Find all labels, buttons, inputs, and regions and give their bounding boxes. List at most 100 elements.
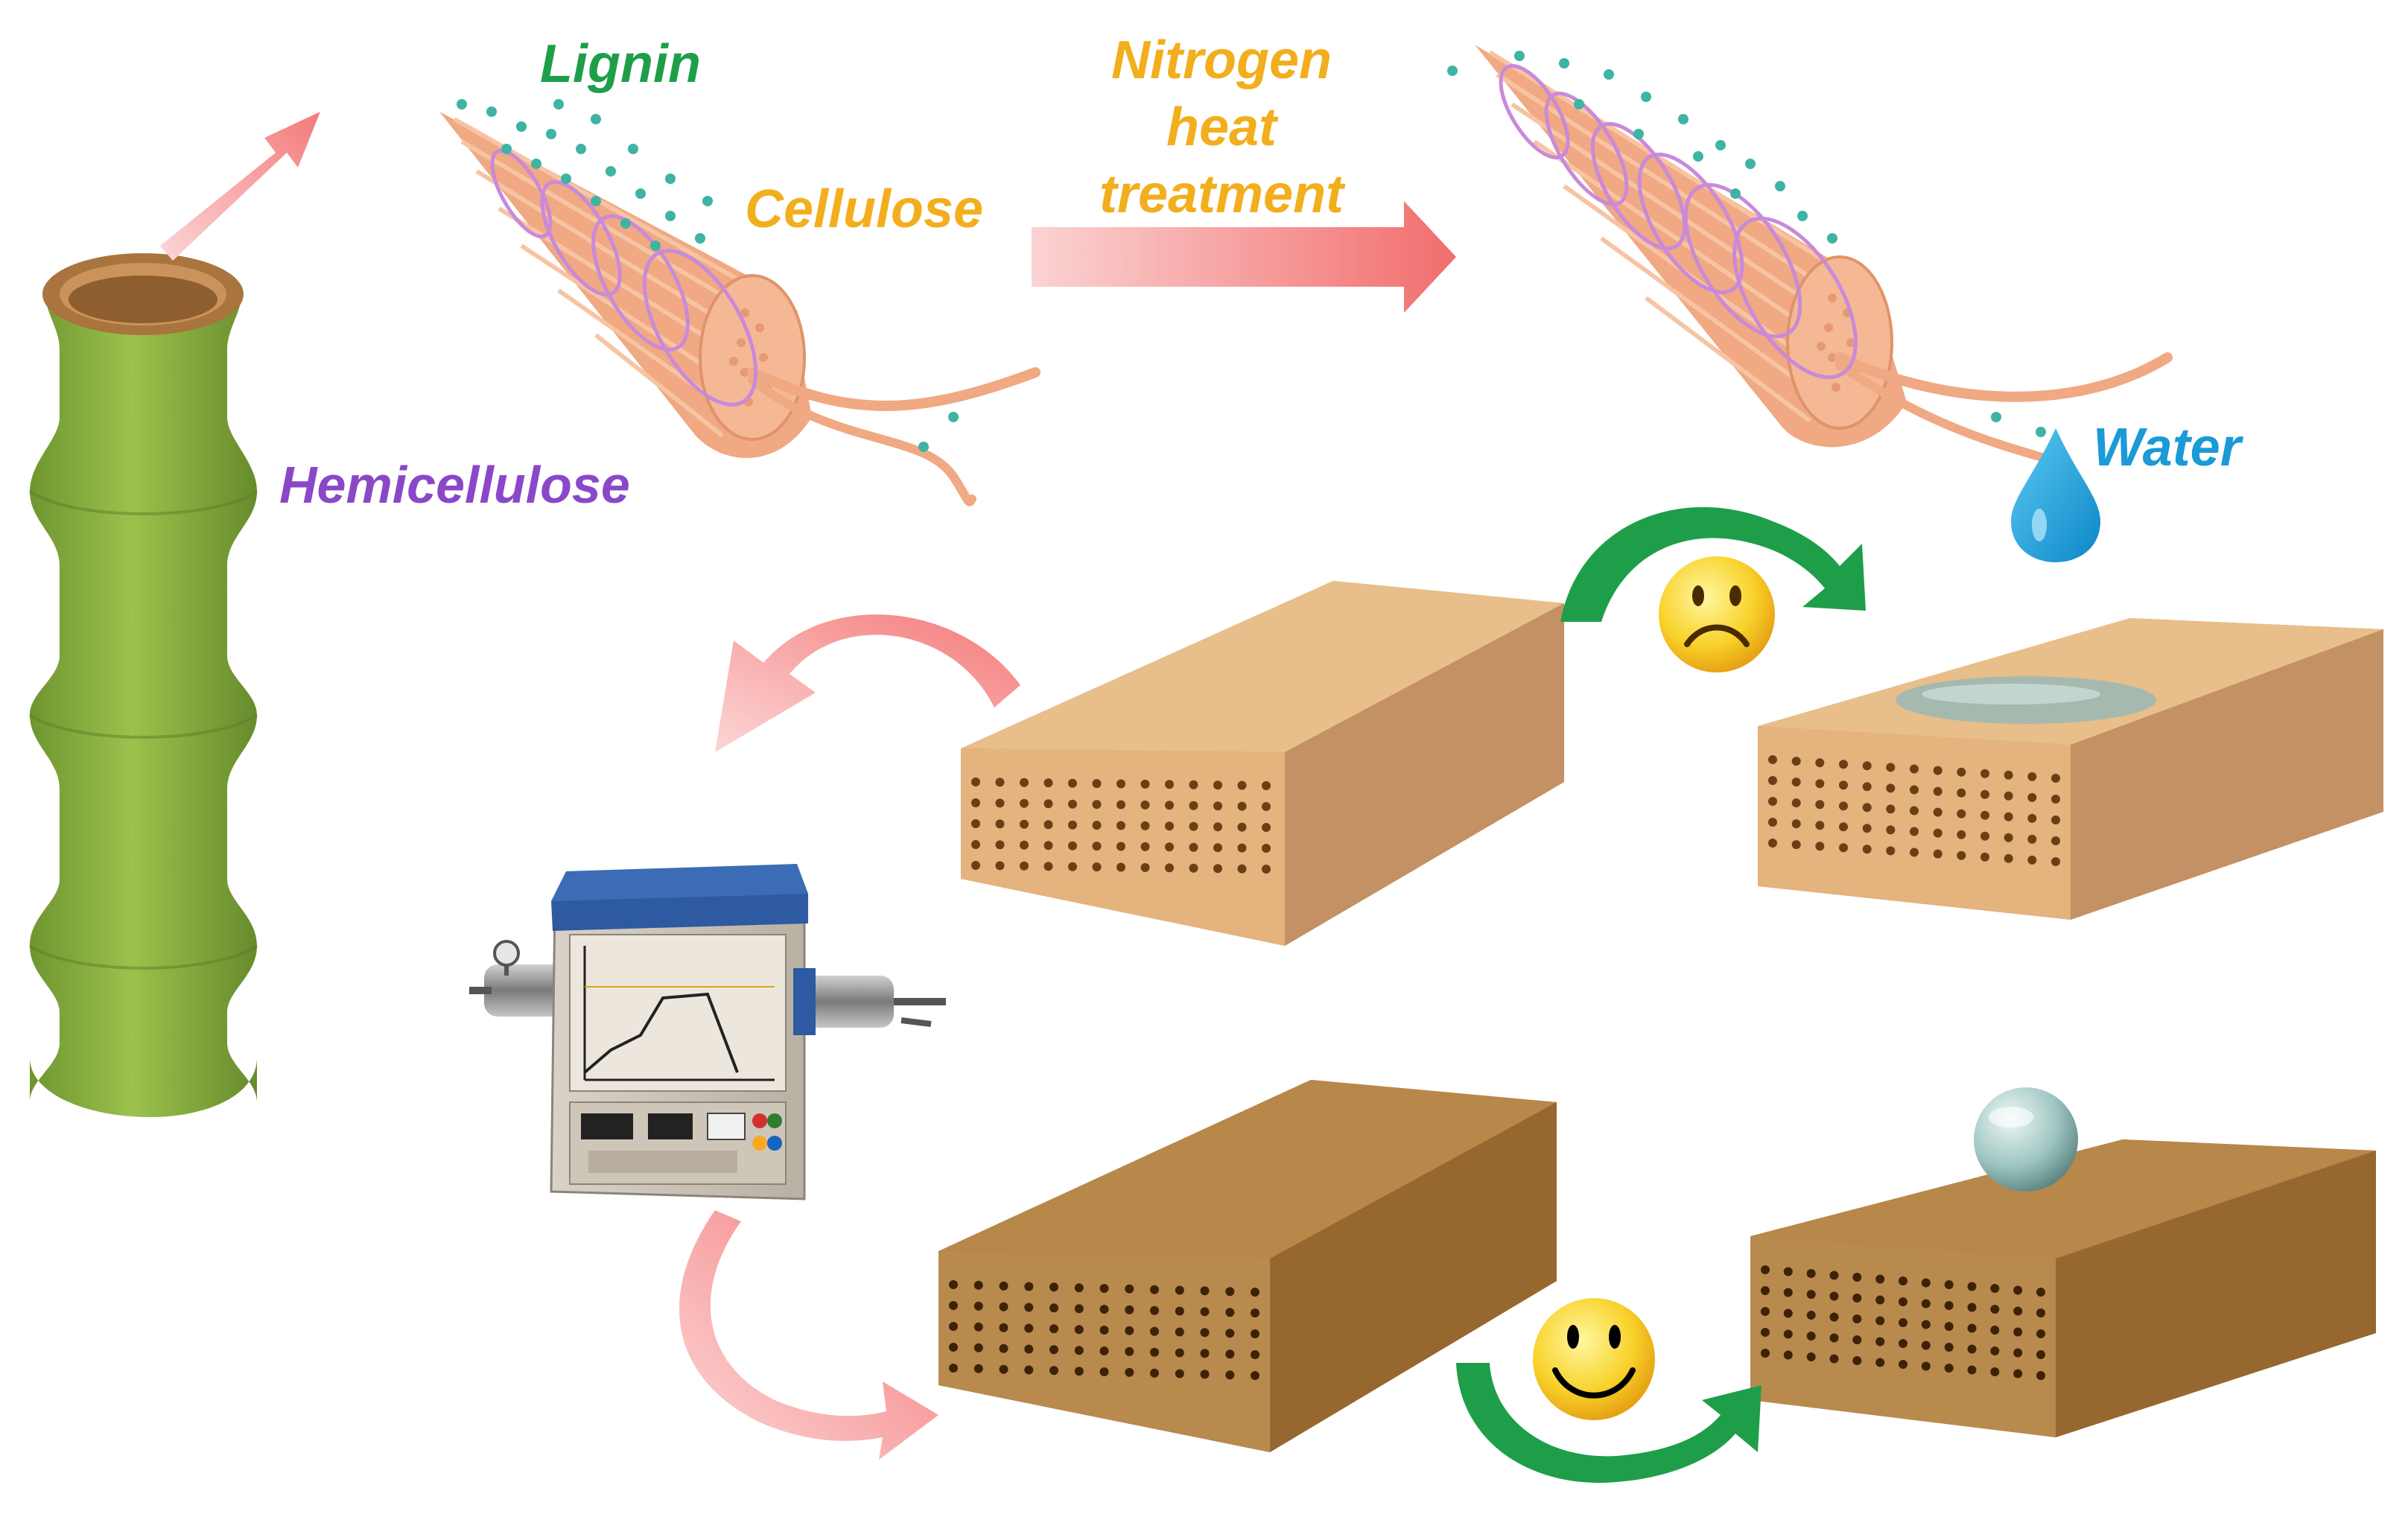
pore [2051,815,2060,824]
pore [1213,801,1222,811]
pore [1862,824,1872,833]
tube-furnace-icon [469,864,946,1201]
pore [1213,780,1222,790]
pore [1829,1354,1839,1364]
sad-face-icon [1659,556,1775,672]
pore [2004,833,2013,842]
pore [1899,1318,1907,1327]
pore [1068,862,1077,871]
pore [1200,1286,1210,1296]
pore [1910,848,1919,857]
pore [1165,842,1174,852]
wood-block-water-droplet [1750,1087,2376,1437]
pore [1251,1288,1259,1297]
pore [1125,1305,1134,1314]
pore [1150,1368,1159,1378]
pore [1990,1305,2000,1314]
pore [1806,1311,1816,1320]
pore [2036,1329,2045,1338]
pore [1125,1367,1134,1377]
pore [1967,1303,1977,1312]
pore [1262,844,1271,853]
pore [1116,821,1125,830]
pore [1944,1343,1954,1352]
pore [1213,843,1222,853]
pore [973,1322,983,1332]
pore [1020,861,1029,871]
pore [1791,778,1801,787]
pore [1921,1299,1931,1308]
pore [2027,834,2037,844]
pore [1875,1316,1885,1326]
pore [1980,852,1989,862]
pore [1175,1306,1184,1316]
pore [1189,842,1198,852]
pore [1020,798,1029,808]
pore [1761,1307,1770,1316]
pore [2027,813,2037,823]
pore [973,1301,983,1311]
pore [1768,797,1777,806]
pore [1791,798,1801,808]
pore [1875,1274,1885,1284]
pore [1829,1312,1839,1322]
pore [1886,825,1896,835]
pore [1783,1308,1793,1318]
pore [1899,1339,1907,1348]
pore [1068,820,1077,830]
pore [1200,1328,1210,1338]
pore [1189,821,1198,831]
pore [1944,1301,1954,1310]
pore [1150,1285,1159,1294]
pore [1165,821,1174,831]
arrow-green-top [1560,507,1866,622]
pore [1839,760,1848,769]
pore [1099,1326,1109,1335]
pore-pattern [1768,755,2060,866]
pore [2051,795,2060,804]
pore [2036,1371,2045,1380]
pore [1024,1365,1034,1375]
pore [1099,1284,1109,1293]
arrow-green-bottom [1456,1363,1761,1484]
pore [1806,1290,1816,1299]
pore [1116,862,1125,872]
pore [1237,801,1247,811]
pore [1862,845,1872,854]
pore [2004,812,2013,821]
pore [1875,1295,1885,1305]
pore [1200,1349,1210,1358]
pore [1839,843,1848,853]
pore [1116,800,1125,810]
pore [1768,818,1777,827]
pore [995,819,1005,829]
pore [1806,1332,1816,1341]
pore [1020,819,1029,829]
pore [1213,864,1222,874]
pore [1099,1305,1109,1314]
pore [1852,1294,1862,1303]
pore [1899,1297,1907,1306]
pore [1150,1306,1159,1315]
pore [1225,1349,1235,1359]
pore [1783,1267,1793,1276]
pore [1783,1288,1793,1297]
pore [1910,806,1919,815]
pore [1967,1282,1977,1291]
water-drop-icon [2011,428,2100,562]
pore [1043,799,1053,809]
pore [1125,1326,1134,1335]
pore [1237,822,1247,832]
pore [1043,820,1053,830]
pore [2036,1308,2045,1317]
pore [1099,1346,1109,1355]
pore [1165,863,1174,873]
pore [1165,780,1174,789]
pore [1237,843,1247,853]
pore [1783,1329,1793,1339]
pore [1815,779,1825,789]
pore [1886,783,1896,793]
pore [2013,1327,2023,1337]
pore [1852,1314,1862,1323]
pore [1768,839,1777,848]
